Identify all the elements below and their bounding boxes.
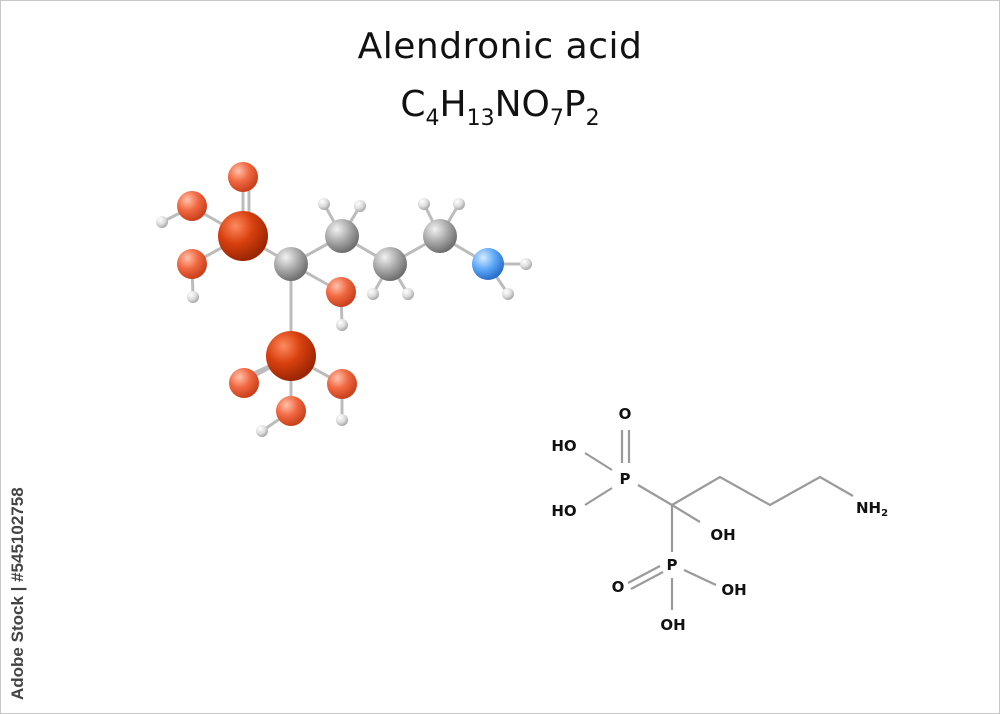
model-atoms (156, 162, 532, 437)
nitrogen-atom (472, 248, 504, 280)
hydrogen-atom (256, 425, 268, 437)
ball-and-stick-model (156, 162, 532, 437)
hydrogen-atom (156, 216, 168, 228)
hydrogen-atom (520, 258, 532, 270)
oxygen-label: O (612, 578, 625, 596)
formula-element: N (494, 84, 522, 125)
oxygen-atom (229, 368, 259, 398)
formula-subscript: 13 (466, 106, 495, 131)
hydrogen-atom (402, 288, 414, 300)
oxygen-atom (228, 162, 258, 192)
formula-subscript: 2 (585, 106, 600, 131)
hydrogen-atom (502, 288, 514, 300)
hydrogen-atom (187, 291, 199, 303)
hydroxyl-label: OH (660, 616, 685, 634)
skeletal-labels: O HO P HO OH P O OH OH NH2 (551, 405, 888, 634)
carbon-atom (325, 219, 359, 253)
oxygen-atom (177, 191, 207, 221)
hydrogen-atom (418, 198, 430, 210)
skeletal-formula: O HO P HO OH P O OH OH NH2 (551, 405, 888, 634)
carbon-atom (373, 247, 407, 281)
oxygen-atom (327, 369, 357, 399)
stock-watermark: Adobe Stock | #545102758 (8, 478, 32, 708)
formula-element: P (563, 84, 586, 125)
formula-element: H (439, 84, 467, 125)
formula-element: O (521, 84, 550, 125)
hydrogen-atom (453, 198, 465, 210)
carbon-atom (274, 247, 308, 281)
hydrogen-atom (354, 200, 366, 212)
hydroxyl-label: OH (710, 526, 735, 544)
skeletal-bonds (584, 430, 854, 610)
hydrogen-atom (367, 288, 379, 300)
page-title: Alendronic acid (357, 26, 643, 67)
formula-element: C (400, 84, 426, 125)
carbon-atom (423, 219, 457, 253)
phosphorus-label: P (667, 556, 678, 574)
hydrogen-atom (318, 198, 330, 210)
phosphorus-label: P (620, 470, 631, 488)
oxygen-atom (177, 249, 207, 279)
hydroxyl-label: OH (721, 581, 746, 599)
hydrogen-atom (336, 319, 348, 331)
hydroxyl-label: HO (551, 502, 576, 520)
oxygen-label: O (619, 405, 632, 423)
oxygen-atom (276, 396, 306, 426)
molecular-formula: C4H13NO7P2 (0, 84, 1000, 130)
watermark-text: Adobe Stock | #545102758 (8, 487, 27, 700)
hydroxyl-label: HO (551, 437, 576, 455)
formula-subscript: 4 (425, 106, 440, 131)
oxygen-atom (326, 277, 356, 307)
phosphorus-atom (266, 331, 316, 381)
hydrogen-atom (336, 414, 348, 426)
phosphorus-atom (218, 211, 268, 261)
amine-label: NH2 (856, 499, 888, 519)
formula-subscript: 7 (549, 106, 564, 131)
